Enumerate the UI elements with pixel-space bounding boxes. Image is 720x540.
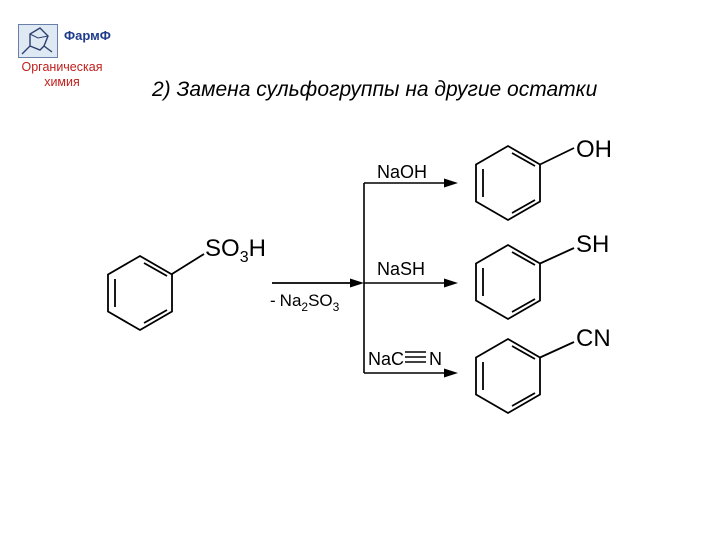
reagent-label-2: NaSH — [377, 259, 425, 279]
so3h-main: SO — [205, 235, 240, 262]
product-group-label-2: SH — [576, 231, 609, 258]
reactant-bond — [171, 253, 205, 275]
so3h-tail: H — [249, 235, 266, 262]
reactant-group-label: SO3H — [205, 235, 266, 266]
product-group-label-1: OH — [576, 136, 612, 163]
reagent-label-1: NaOH — [377, 162, 427, 182]
product-group-label-3: CN — [576, 325, 611, 352]
byproduct-so-sub: 3 — [333, 300, 340, 314]
product-bond-3 — [539, 341, 575, 359]
main-arrow-head — [350, 278, 364, 288]
branch-arrow-head-3 — [444, 368, 458, 378]
byproduct-so: SO — [308, 291, 333, 310]
reagent-label-3a: NaC — [368, 349, 404, 369]
subject-line-2: химия — [44, 75, 80, 89]
pharmf-logo-icon — [18, 24, 58, 58]
so3h-sub: 3 — [240, 249, 249, 266]
subject-label: Органическая химия — [4, 60, 120, 90]
subject-line-1: Органическая — [21, 60, 103, 74]
reagent-label-3b: N — [429, 349, 442, 369]
product-benzene-ring-3 — [475, 338, 541, 414]
byproduct-na-sub: 2 — [301, 300, 308, 314]
page-title: 2) Замена сульфогруппы на другие остатки — [152, 78, 598, 101]
product-bond-2 — [539, 247, 575, 265]
product-benzene-ring-2 — [475, 244, 541, 320]
product-bond-1 — [539, 147, 575, 166]
byproduct-na: Na — [280, 291, 302, 310]
branch-arrow-head-2 — [444, 278, 458, 288]
triple-bond-symbol — [405, 351, 426, 363]
reactant-benzene-ring — [107, 255, 173, 331]
byproduct-label: -Na2SO3 — [270, 291, 340, 314]
product-benzene-ring-1 — [475, 145, 541, 221]
brand-name: ФармФ — [64, 28, 111, 43]
branch-arrow-head-1 — [444, 178, 458, 188]
byproduct-minus: - — [270, 291, 276, 310]
